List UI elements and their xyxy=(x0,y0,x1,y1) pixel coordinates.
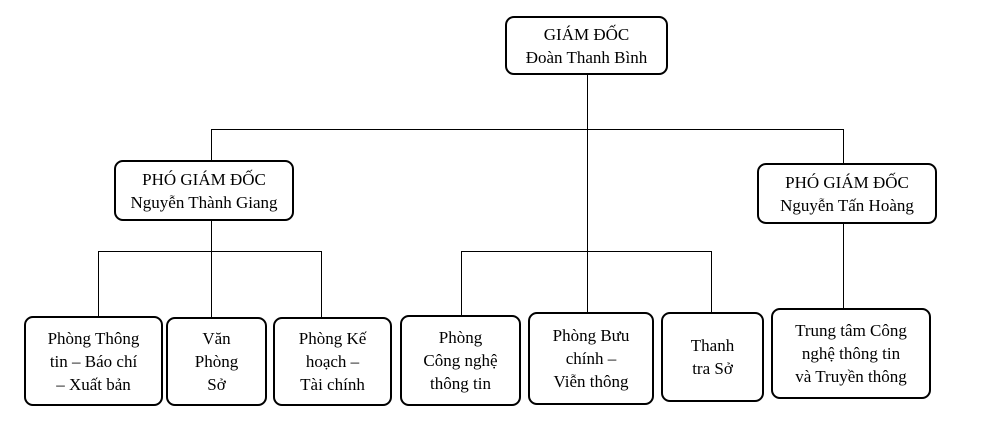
connector-to-deputy-2 xyxy=(843,129,844,163)
node-label-line: Thanh xyxy=(690,336,735,355)
node-center: Trung tâm Công nghệ thông tin và Truyền th… xyxy=(771,308,931,399)
node-label-line: Tài chính xyxy=(300,375,365,394)
node-label-line: Nguyễn Tấn Hoàng xyxy=(780,195,914,215)
node-label-line: nghệ thông tin xyxy=(801,344,901,363)
node-label-line: Phòng xyxy=(438,328,483,347)
node-label-line: chính – xyxy=(565,349,617,368)
node-label-line: GIÁM ĐỐC xyxy=(543,24,630,44)
node-label-line: Phòng Kế xyxy=(298,329,367,348)
node-label-line: Phòng Bưu xyxy=(552,326,630,345)
connector-deputy-1-horizontal xyxy=(98,251,322,252)
connector-deputy-1-down xyxy=(211,220,212,317)
node-label-line: và Truyền thông xyxy=(795,367,907,386)
connector-deputy-2-down xyxy=(843,223,844,308)
node-label-line: thông tin xyxy=(430,374,491,393)
node-label-line: Văn xyxy=(202,329,231,348)
node-press: Phòng Thông tin – Báo chí – Xuất bản xyxy=(24,316,163,406)
node-label-line: – Xuất bản xyxy=(56,374,131,394)
connector-departments-horizontal xyxy=(461,251,712,252)
node-label-line: tra Sở xyxy=(692,359,733,378)
connector-to-it xyxy=(461,251,462,316)
node-label-line: Công nghệ xyxy=(423,351,498,370)
node-deputy-1: PHÓ GIÁM ĐỐC Nguyễn Thành Giang xyxy=(114,160,294,221)
connector-to-deputy-1 xyxy=(211,129,212,160)
node-director: GIÁM ĐỐC Đoàn Thanh Bình xyxy=(505,16,668,75)
connector-director-trunk xyxy=(587,129,588,315)
node-label-line: hoạch – xyxy=(305,352,360,371)
node-planning: Phòng Kế hoạch – Tài chính xyxy=(273,317,392,406)
node-label-line: Sở xyxy=(207,375,226,394)
node-label-line: Phòng Thông xyxy=(47,328,140,348)
node-label-line: tin – Báo chí xyxy=(49,351,138,371)
connector-to-planning xyxy=(321,251,322,317)
node-label-line: Phòng xyxy=(194,352,239,371)
node-label-line: Đoàn Thanh Bình xyxy=(525,47,648,67)
node-inspection: Thanh tra Sở xyxy=(661,312,764,402)
node-label-line: Trung tâm Công xyxy=(795,321,907,340)
node-label-line: Nguyễn Thành Giang xyxy=(130,192,278,212)
connector-to-inspection xyxy=(711,251,712,313)
node-label-line: PHÓ GIÁM ĐỐC xyxy=(142,169,266,189)
connector-top-horizontal xyxy=(211,129,843,130)
node-label-line: Viễn thông xyxy=(553,372,629,391)
connector-director-down xyxy=(587,74,588,129)
node-label-line: PHÓ GIÁM ĐỐC xyxy=(785,172,909,192)
node-postal: Phòng Bưu chính – Viễn thông xyxy=(528,312,654,405)
connector-to-press xyxy=(98,251,99,316)
node-deputy-2: PHÓ GIÁM ĐỐC Nguyễn Tấn Hoàng xyxy=(757,163,937,224)
